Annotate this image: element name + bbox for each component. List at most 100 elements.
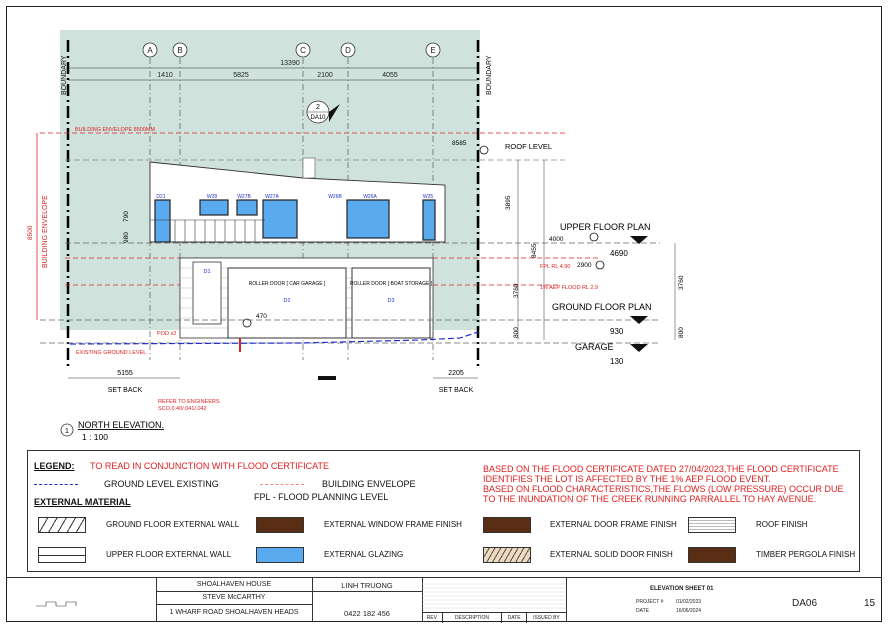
dim-3760: 3760 <box>513 283 520 298</box>
sheet-title: ELEVATION SHEET 01 <box>650 586 714 592</box>
material-label: TIMBER PERGOLA FINISH <box>756 550 856 559</box>
window-w25 <box>422 199 436 241</box>
level-marker-icon <box>479 145 489 155</box>
window-w28 <box>199 199 229 216</box>
fpl-legend: FPL - FLOOD PLANNING LEVEL <box>254 492 389 502</box>
grid-bubble-a <box>142 42 158 58</box>
level-marker-icon <box>595 260 605 270</box>
window-frame-swatch <box>256 517 304 533</box>
flood-note: TO THE INUNDATION OF THE CREEK RUNNING P… <box>483 494 817 504</box>
revision-rows <box>422 583 566 609</box>
aep-label: 1% AEP FLOOD RL 2.9 <box>540 285 598 291</box>
envelope-label: BUILDING ENVELOPE 8500MM <box>75 127 156 133</box>
envelope-vertical-label: BUILDING ENVELOPE <box>42 195 49 268</box>
window-label: W27B <box>237 194 251 200</box>
existing-ground-line <box>69 331 479 345</box>
fpl-label: FPL RL 4.90 <box>540 264 570 270</box>
engineers-ref: SCO.0.40/.041/.042 <box>158 406 207 412</box>
boundary-label-right: BOUNDARY <box>486 55 493 95</box>
dim-8455: 8455 <box>531 243 538 258</box>
window-w27a <box>262 199 298 239</box>
existing-ground-label: EXISTING GROUND LEVEL <box>76 350 146 356</box>
view-title: NORTH ELEVATION. <box>78 420 164 430</box>
dim-2900: 2900 <box>577 262 592 269</box>
upper-floor-plan-label: UPPER FLOOR PLAN <box>560 222 651 232</box>
legend-note: TO READ IN CONJUNCTION WITH FLOOD CERTIF… <box>90 461 330 471</box>
ground-wall-swatch <box>38 517 86 533</box>
flood-note: BASED ON THE FLOOD CERTIFICATE DATED 27/… <box>483 464 839 474</box>
material-label: EXTERNAL SOLID DOOR FINISH <box>550 550 673 559</box>
revision-table: REV DESCRIPTION DATE ISSUED BY <box>422 578 567 623</box>
grid-label: A <box>147 46 153 55</box>
engineers-note: REFER TO ENGINEERS <box>158 399 220 405</box>
grid-bubble-c <box>295 42 311 58</box>
window-label: W28 <box>207 194 218 200</box>
roof-level-label: ROOF LEVEL <box>505 142 552 151</box>
project-name: SHOALHAVEN HOUSE <box>196 581 272 588</box>
issue-date: 16/06/2024 <box>676 608 702 614</box>
pod-marker <box>239 338 241 352</box>
client-name: STEVE McCARTHY <box>202 594 266 601</box>
window-label: W26A <box>363 194 377 200</box>
view-number: 1 <box>65 428 69 435</box>
envelope-swatch <box>260 484 304 485</box>
site-address: 1 WHARF ROAD SHOALHAVEN HEADS <box>169 609 299 616</box>
door-label: D3 <box>387 298 394 304</box>
door-d1 <box>192 261 222 325</box>
door-frame-swatch <box>483 517 531 533</box>
designer-name: LINH TRUONG <box>341 581 393 590</box>
page-number: 15 <box>864 598 876 609</box>
window-label: W27A <box>265 194 279 200</box>
legend-heading: LEGEND: <box>34 461 75 471</box>
window-label: W26B <box>328 194 342 200</box>
rev-header: REV <box>422 613 443 623</box>
level-marker-icon <box>589 232 599 242</box>
rev-header: DATE <box>502 613 527 623</box>
dim-790: 790 <box>123 211 130 222</box>
roof-swatch <box>688 517 736 533</box>
window-d21 <box>154 199 171 243</box>
flood-note: BASED ON FLOOD CHARACTERISTICS,THE FLOWS… <box>483 484 844 494</box>
dimension: 1410 <box>157 72 173 79</box>
section-arrow-icon <box>329 104 340 122</box>
ground-marker <box>318 376 336 380</box>
scale-bar-cell <box>6 578 157 622</box>
designer-phone: 0422 182 456 <box>344 609 390 618</box>
legend-panel: LEGEND: TO READ IN CONJUNCTION WITH FLOO… <box>27 450 860 572</box>
roller-door-label: ROLLER DOOR [ BOAT STORAGE ] <box>350 281 433 287</box>
section-sheet-ref: DA10 <box>310 115 326 121</box>
setback-dim-left: 5155 <box>117 370 133 377</box>
material-label: EXTERNAL DOOR FRAME FINISH <box>550 520 677 529</box>
setback-label-left: SET BACK <box>108 387 143 394</box>
dim-800-right: 800 <box>678 327 685 338</box>
setback-dim-right: 2205 <box>448 370 464 377</box>
level-triangle-icon <box>630 236 648 244</box>
drawing-number: DA06 <box>792 598 818 609</box>
grid-bubble-b <box>172 42 188 58</box>
envelope-legend: BUILDING ENVELOPE <box>322 479 416 489</box>
sheet-info-cell: ELEVATION SHEET 01 PROJECT # 01/02/2023 … <box>566 578 882 622</box>
roof-dim: 8585 <box>452 140 467 147</box>
dim-470: 470 <box>256 313 267 320</box>
material-label: UPPER FLOOR EXTERNAL WALL <box>106 550 232 559</box>
north-elevation-drawing: A B C D E 13390 1410 5825 2100 4055 BOUN… <box>27 30 685 442</box>
chimney <box>302 157 316 179</box>
title-block: SHOALHAVEN HOUSE STEVE McCARTHY 1 WHARF … <box>6 577 882 623</box>
grid-label: D <box>345 46 351 55</box>
rev-header: ISSUED BY <box>533 615 560 621</box>
window-label: D21 <box>156 194 165 200</box>
project-cell: SHOALHAVEN HOUSE STEVE McCARTHY 1 WHARF … <box>156 578 313 622</box>
glazing-swatch <box>256 547 304 563</box>
dimension: 5825 <box>233 72 249 79</box>
window-w27b <box>236 199 258 216</box>
pergola-swatch <box>688 547 736 563</box>
solid-door-swatch <box>483 547 531 563</box>
level-triangle-icon <box>630 344 648 352</box>
project-no-label: PROJECT # <box>636 599 664 605</box>
level-marker-icon <box>242 318 252 328</box>
dimension: 2100 <box>317 72 333 79</box>
dim-800: 800 <box>513 327 520 338</box>
garage-label: GARAGE <box>575 342 614 352</box>
grid-label: B <box>177 46 182 55</box>
door-label: D1 <box>203 269 210 275</box>
